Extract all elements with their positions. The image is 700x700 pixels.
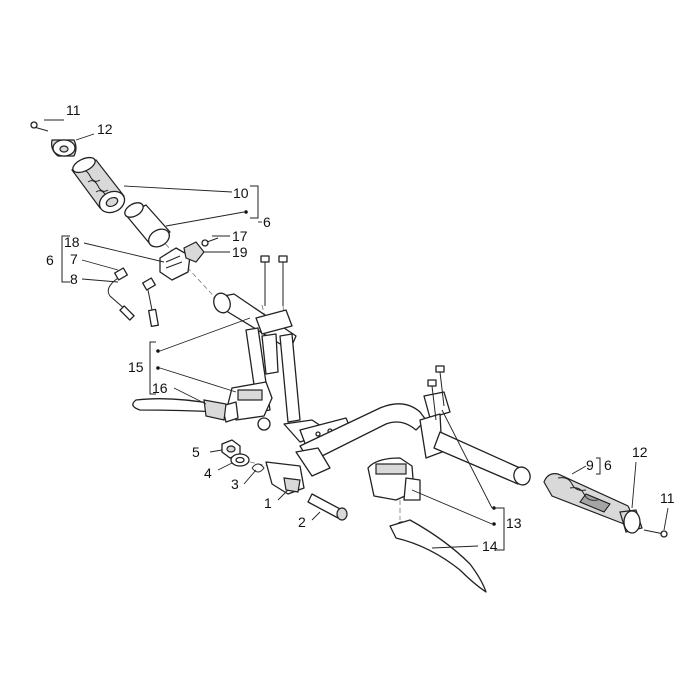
label-7: 7: [70, 251, 78, 267]
label-11-top: 11: [66, 102, 81, 118]
label-6-left: 6: [46, 252, 54, 268]
handlebar-grip-right: [543, 473, 631, 525]
label-13: 13: [506, 515, 522, 531]
throttle-cable-2: [142, 277, 159, 328]
label-8: 8: [70, 271, 78, 287]
label-14: 14: [482, 538, 498, 554]
label-5: 5: [192, 444, 200, 460]
rear-brake-lever: [132, 398, 227, 421]
label-9: 9: [586, 457, 594, 473]
front-brake-lever: [389, 519, 487, 593]
throttle-housing: [159, 241, 205, 281]
label-17: 17: [232, 228, 248, 244]
rear-brake-master-cylinder: [221, 381, 273, 431]
bar-end-weight-top: [51, 139, 77, 157]
label-10: 10: [233, 185, 249, 201]
label-4: 4: [204, 465, 212, 481]
lever-pivot-bolt: [307, 493, 348, 521]
label-12-top: 12: [97, 121, 113, 137]
label-19: 19: [232, 244, 248, 260]
switch-screw: [201, 237, 219, 247]
grip-end-screw-top: [30, 121, 49, 132]
spring-clip: [251, 463, 265, 473]
grip-end-screw-right: [643, 529, 668, 538]
label-15: 15: [128, 359, 144, 375]
part-number-labels: 11 12 10 6 17 19 18 6 7 8 15 16 5 4 3 1 …: [46, 102, 675, 554]
handlebar-grip-left: [71, 156, 126, 214]
handlebar-frame: [213, 255, 531, 486]
label-2: 2: [298, 514, 306, 530]
label-3: 3: [231, 476, 239, 492]
label-12-right: 12: [632, 444, 648, 460]
label-1: 1: [264, 495, 272, 511]
throttle-tube: [124, 202, 171, 248]
washer: [230, 453, 250, 467]
label-18: 18: [64, 234, 80, 250]
leader-lines: [44, 119, 669, 551]
throttle-cable-1: [107, 267, 135, 321]
label-16: 16: [152, 380, 168, 396]
front-brake-master-cylinder: [367, 457, 421, 535]
bar-end-weight-right: [619, 509, 643, 534]
brake-light-switch: [265, 461, 305, 495]
label-6-top: 6: [263, 214, 271, 230]
label-11-right: 11: [660, 490, 675, 506]
label-6-right: 6: [604, 457, 612, 473]
